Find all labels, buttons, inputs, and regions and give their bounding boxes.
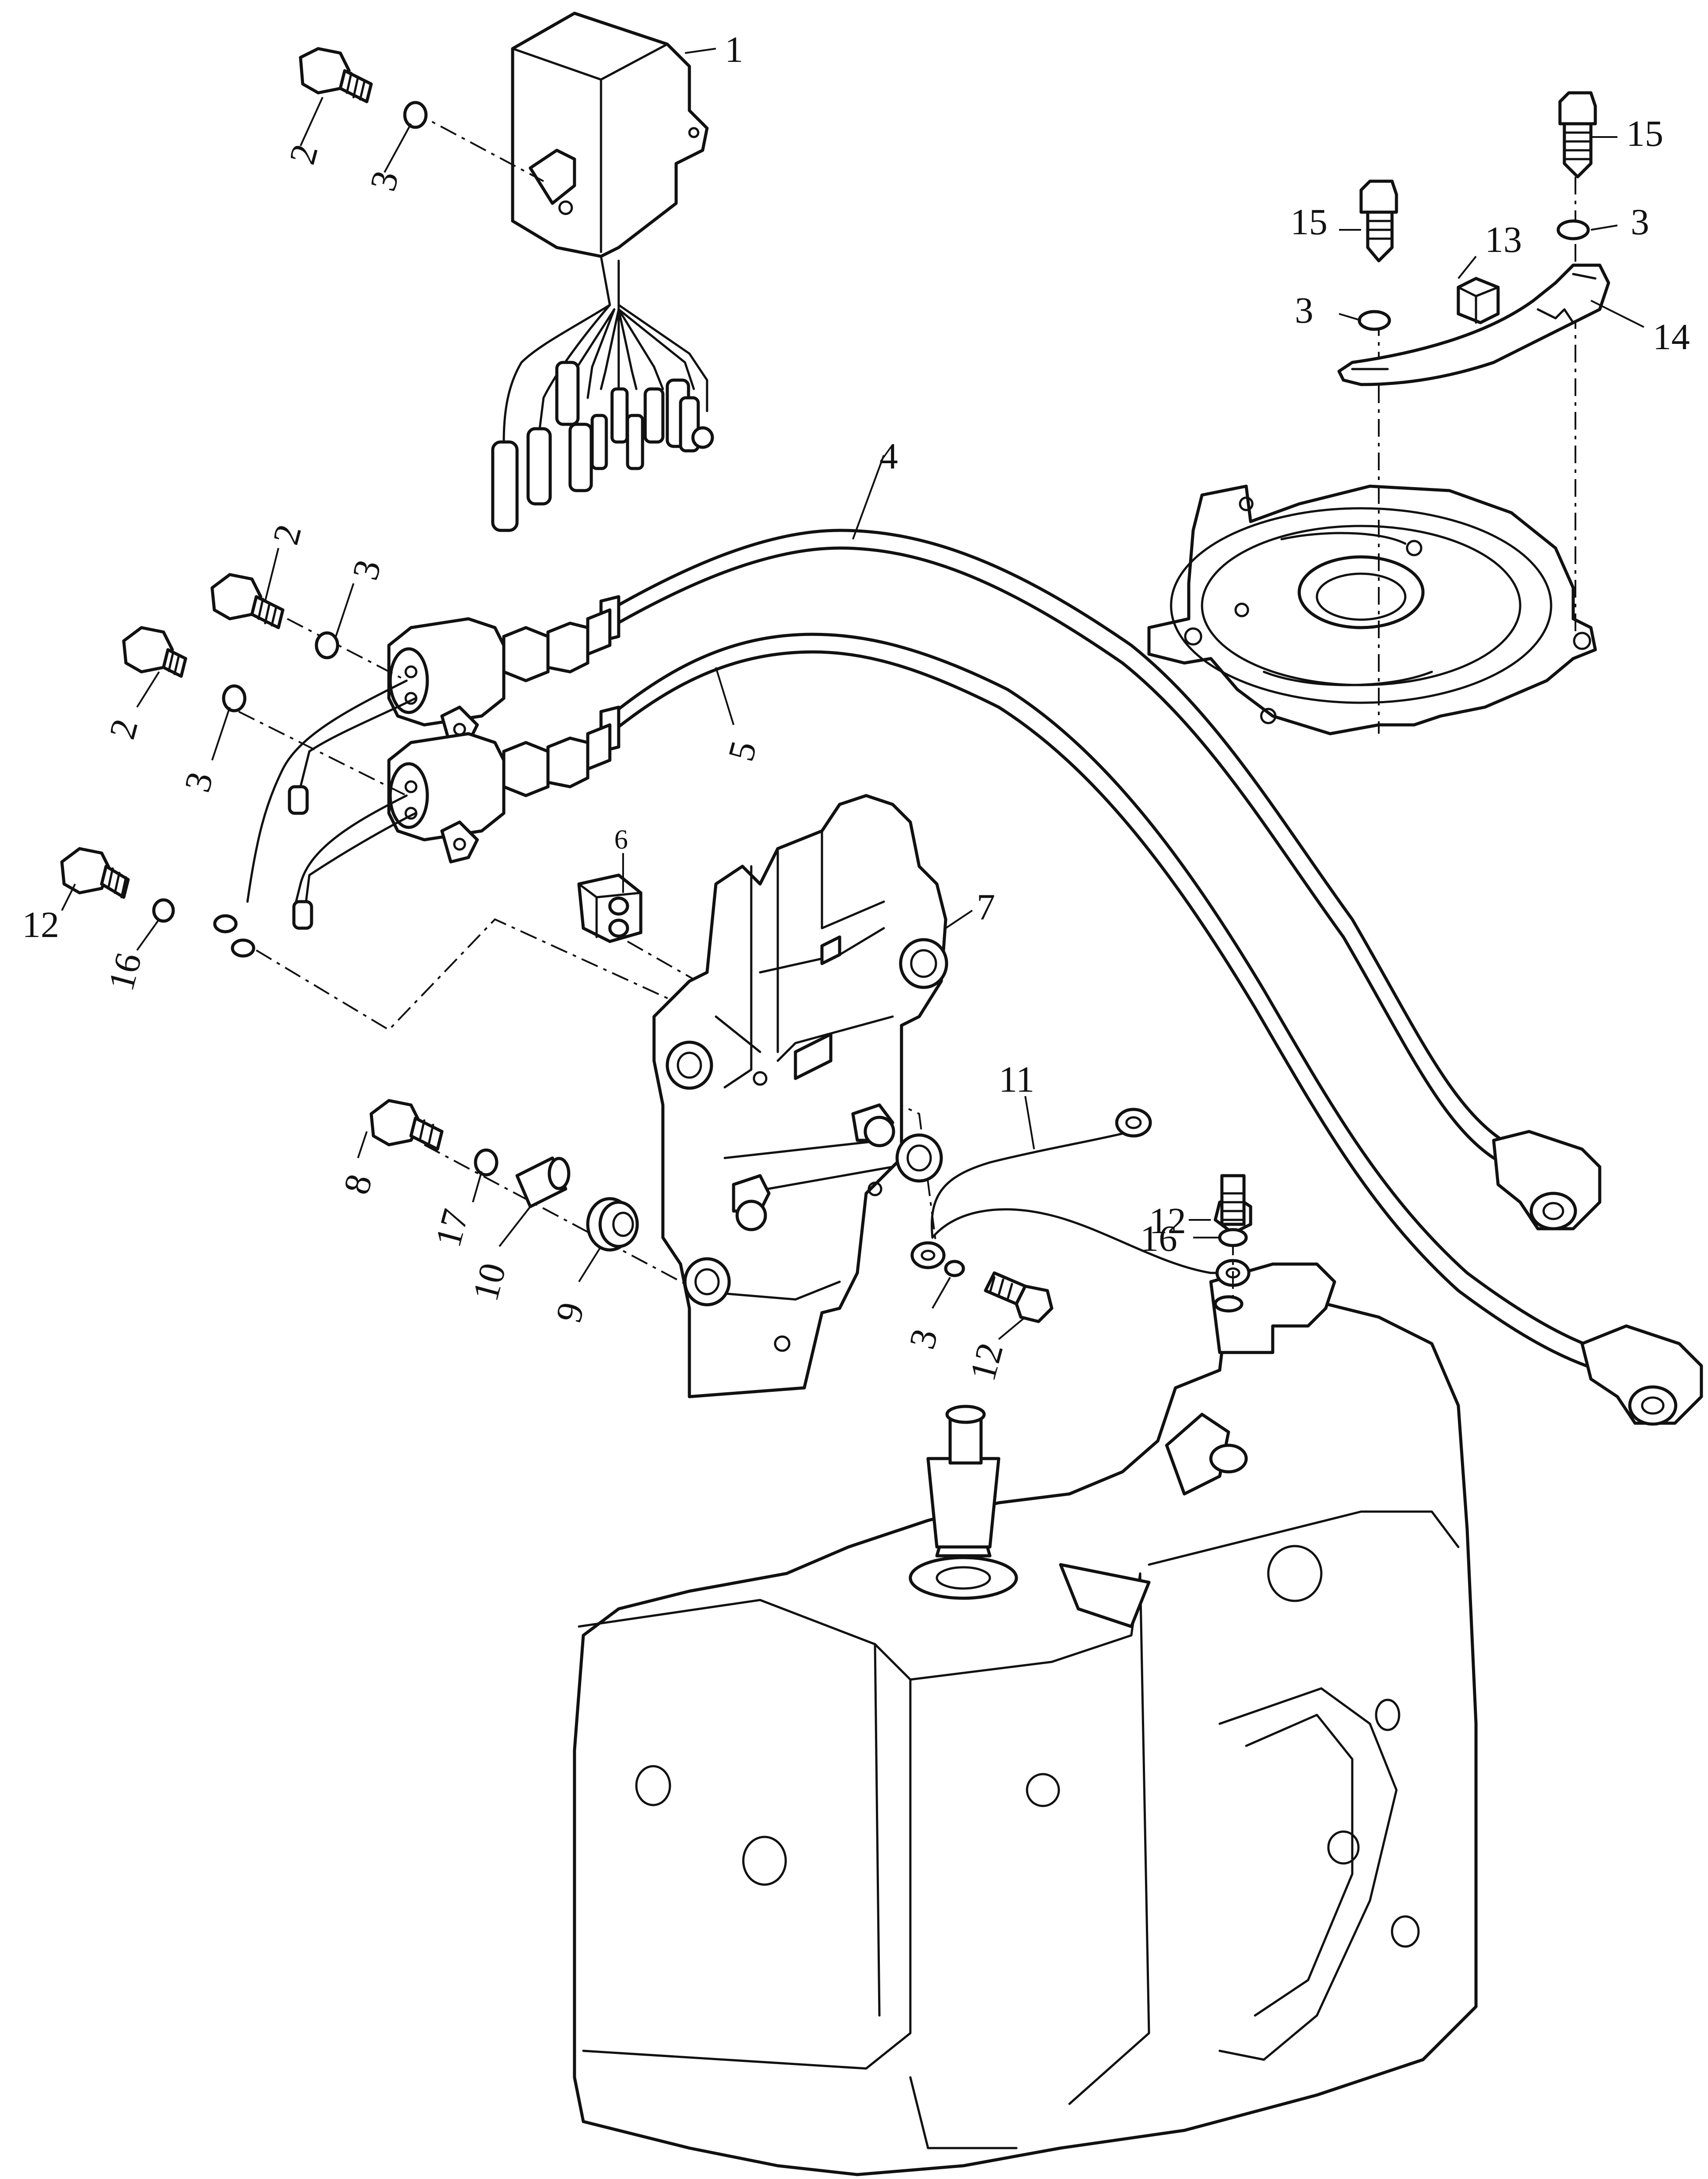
collar <box>515 1156 571 1208</box>
callout-washer-stator-left: 3 <box>1295 290 1313 331</box>
coil-lower-axis <box>238 711 407 796</box>
coil-bracket <box>652 794 948 1398</box>
callout-hv-lead-upper: 4 <box>879 436 898 477</box>
bolt-ecu <box>299 47 373 103</box>
callout-bolt-ground-mid: 12 <box>962 1339 1012 1385</box>
callout-collar: 10 <box>465 1259 514 1305</box>
washer-ground-right <box>1218 1228 1248 1247</box>
bolt-bracket <box>369 1099 444 1151</box>
washer-stator-right <box>1556 219 1590 240</box>
callout-rubber-mount: 9 <box>548 1298 593 1327</box>
callout-washer-coil-lower: 3 <box>177 768 221 796</box>
callout-washer-ground-mid: 3 <box>902 1325 946 1353</box>
callout-coil-bracket: 7 <box>977 887 995 928</box>
stator-base <box>1147 484 1597 735</box>
washer-coil-lower <box>222 684 247 712</box>
callout-hv-lead-lower: 5 <box>720 737 765 766</box>
callout-washer-coil-upper: 3 <box>345 556 389 584</box>
callout-washer-ground-left: 16 <box>100 949 150 995</box>
grommet <box>577 873 643 943</box>
bolt-stator-left <box>1359 179 1398 263</box>
washer-bracket <box>474 1148 498 1177</box>
ecu-axis <box>411 110 544 182</box>
callout-washer-bracket: 17 <box>427 1205 477 1251</box>
bolt-ground-right <box>1213 1174 1252 1235</box>
washer-ecu <box>403 101 428 129</box>
callout-ground-lead: 11 <box>999 1059 1035 1100</box>
bolt-stator-right <box>1558 91 1597 179</box>
ignition-coil-lower <box>387 723 612 864</box>
callout-bolt-bracket: 8 <box>336 1170 380 1199</box>
coil-primary-wires <box>213 679 417 958</box>
damper <box>1457 277 1500 324</box>
callout-damper: 13 <box>1485 219 1522 260</box>
ignition-coil-upper <box>387 608 612 749</box>
washer-ground-left <box>152 898 175 923</box>
callout-bolt-ground-right: 12 <box>1149 1200 1186 1242</box>
ground-lead <box>910 1108 1251 1287</box>
callout-ecu: 1 <box>725 29 743 70</box>
leader-lines <box>61 48 1644 1340</box>
callout-bolt-stator-right: 15 <box>1626 113 1663 154</box>
engine-block <box>573 1262 1478 2176</box>
callout-bolt-coil-lower: 2 <box>102 715 146 743</box>
callout-bolt-stator-left: 15 <box>1290 202 1328 243</box>
bolt-coil-upper <box>210 573 285 629</box>
grommet-axis <box>627 941 752 1013</box>
callout-bolt-coil-upper: 2 <box>265 520 310 549</box>
callout-link-arm: 14 <box>1653 316 1690 358</box>
washer-ground-mid <box>944 1260 965 1277</box>
bolt-coil-lower <box>122 626 187 678</box>
callout-washer-stator-right: 3 <box>1631 202 1649 243</box>
ecu-module <box>491 11 714 532</box>
callout-washer-ground-right: 16 <box>1140 1218 1177 1259</box>
bracket-mount-axis <box>424 1144 690 1287</box>
callout-bolt-ground-left: 12 <box>22 904 59 945</box>
bolt-ground-left <box>60 847 130 899</box>
callout-grommet: 6 <box>614 825 628 855</box>
bolt-ground-mid <box>984 1271 1054 1323</box>
callout-bolt-ecu: 2 <box>281 140 326 169</box>
coil-upper-axis <box>287 618 407 682</box>
washer-coil-upper <box>315 631 339 659</box>
link-arm <box>1337 263 1610 386</box>
rubber-mount <box>586 1197 639 1252</box>
washer-stator-left <box>1358 310 1391 331</box>
